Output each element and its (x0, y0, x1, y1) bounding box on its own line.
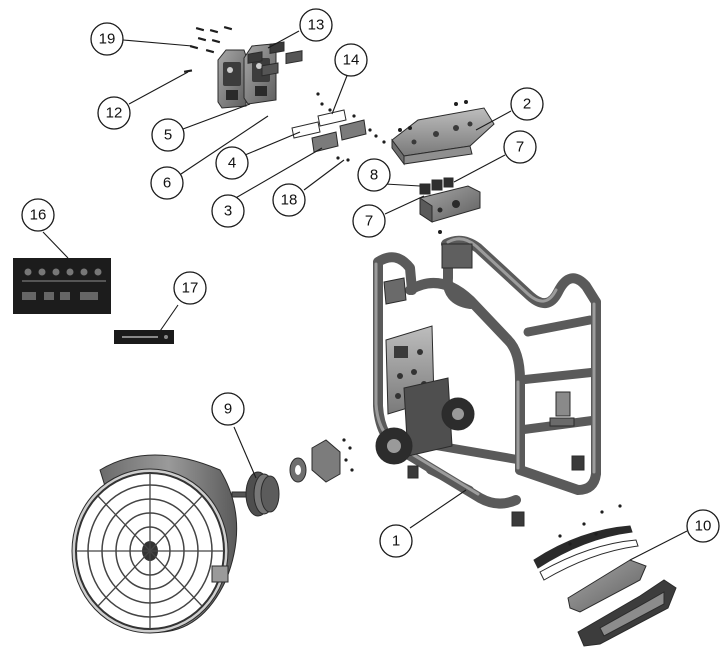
callout-5: 5 (151, 118, 185, 152)
callout-18-label: 18 (281, 192, 298, 209)
callout-13-label: 13 (308, 17, 325, 34)
callout-4-label: 4 (228, 155, 236, 172)
switch-part-6 (261, 50, 303, 77)
callout-19: 19 (90, 22, 124, 56)
callout-7a: 7 (503, 130, 537, 164)
callout-14-label: 14 (343, 52, 360, 69)
callout-2: 2 (510, 87, 544, 121)
receptacle-block-part-8 (419, 185, 481, 223)
callout-6-label: 6 (163, 175, 171, 192)
callout-10: 9 (211, 392, 245, 426)
callout-9: 10 (686, 509, 720, 543)
hub-washer (289, 438, 354, 483)
callout-1-label: 1 (392, 533, 400, 550)
callout-12-label: 12 (106, 105, 123, 122)
switch-housing-part-13 (217, 43, 277, 109)
callout-4: 4 (215, 146, 249, 180)
callout-7b-label: 7 (365, 213, 373, 230)
callout-6: 6 (150, 166, 184, 200)
callout-3-label: 3 (224, 203, 232, 220)
callout-5-label: 5 (164, 127, 172, 144)
callout-3: 3 (211, 194, 245, 228)
callout-7a-label: 7 (516, 139, 524, 156)
label-strip-part-17 (114, 330, 174, 344)
mounting-bracket-part-2 (391, 100, 495, 166)
tube-frame-part-1 (373, 235, 601, 527)
cover-plate-part-3 (311, 119, 367, 153)
base-pan-part-9 (533, 504, 677, 647)
leader-lines (42, 30, 688, 561)
gasket-part-4 (291, 109, 347, 139)
screws-part-18 (316, 92, 386, 162)
fan-shroud (71, 454, 238, 634)
callout-13: 13 (299, 8, 333, 42)
plug-part-7 (419, 177, 454, 234)
callout-1: 1 (379, 524, 413, 558)
warning-label-part-16 (13, 258, 111, 314)
callout-17: 17 (173, 271, 207, 305)
callout-8: 8 (357, 158, 391, 192)
callout-16-label: 16 (30, 207, 47, 224)
callout-2-label: 2 (523, 96, 531, 113)
callout-18: 18 (272, 183, 306, 217)
callout-7b: 7 (352, 204, 386, 238)
callout-12: 12 (97, 96, 131, 130)
callout-14: 14 (334, 43, 368, 77)
screws-part-19 (183, 25, 233, 73)
callout-16: 16 (21, 198, 55, 232)
callout-9-label: 10 (695, 518, 712, 535)
callout-19-label: 19 (99, 31, 116, 48)
callout-17-label: 17 (182, 280, 199, 297)
callout-10-label: 9 (224, 401, 232, 418)
callout-8-label: 8 (370, 167, 378, 184)
fan-blade-part-10 (231, 471, 280, 517)
